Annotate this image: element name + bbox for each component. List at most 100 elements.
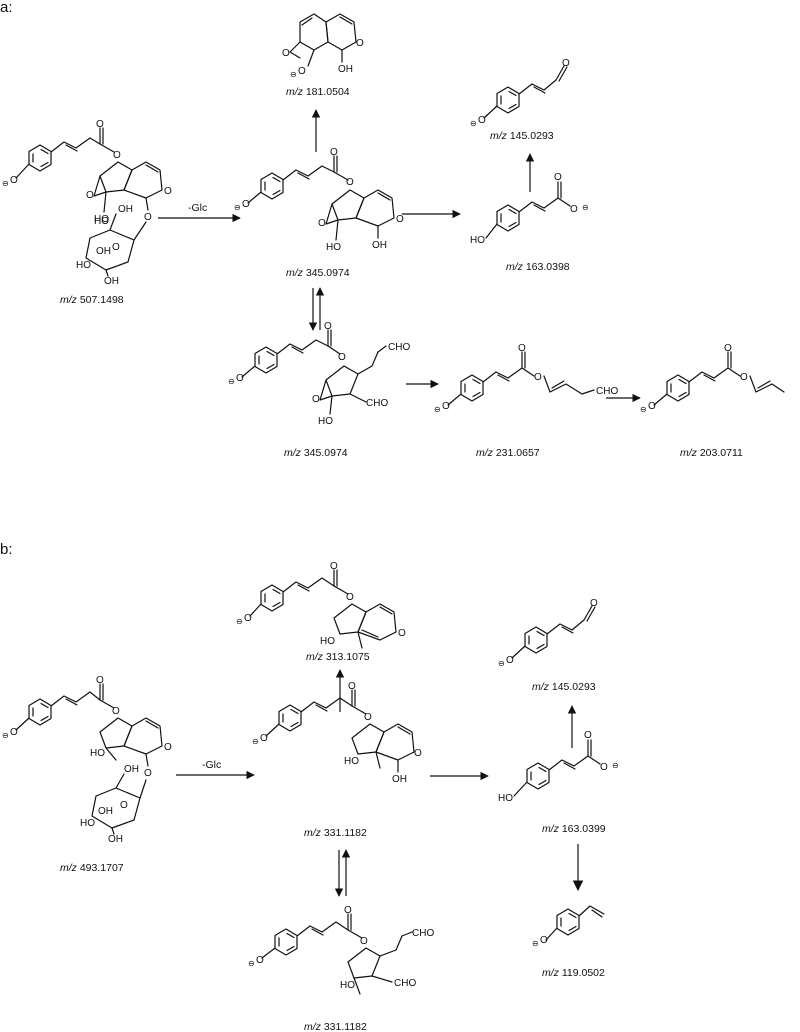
mz-label-precursor-b: m/z 493.1707 xyxy=(60,862,124,874)
svg-text:O: O xyxy=(330,561,338,572)
coumaraldehyde-molecule-a: ⊖ O O xyxy=(470,58,570,128)
svg-text:O: O xyxy=(113,150,121,161)
svg-text:⊖: ⊖ xyxy=(434,405,441,414)
svg-text:O: O xyxy=(360,936,368,947)
svg-text:HO: HO xyxy=(94,214,109,225)
svg-text:O: O xyxy=(346,177,354,188)
svg-text:⊖: ⊖ xyxy=(532,939,539,948)
svg-text:HO: HO xyxy=(498,793,513,804)
svg-text:OH: OH xyxy=(124,764,139,775)
svg-text:O: O xyxy=(144,768,152,779)
svg-text:⊖: ⊖ xyxy=(236,617,243,626)
ring-open-molecule-a: ⊖ O O O CHO CHO O HO xyxy=(228,321,410,427)
svg-text:O: O xyxy=(330,147,338,158)
svg-text:OH: OH xyxy=(392,774,407,785)
svg-text:HO: HO xyxy=(90,748,105,759)
svg-text:O: O xyxy=(112,706,120,717)
svg-text:O: O xyxy=(518,343,526,354)
svg-text:OH: OH xyxy=(96,246,111,257)
svg-text:O: O xyxy=(590,598,598,609)
svg-text:O: O xyxy=(96,119,104,130)
mz-label-203: m/z 203.0711 xyxy=(680,447,743,459)
svg-text:HO: HO xyxy=(76,260,91,271)
svg-text:O: O xyxy=(562,58,570,69)
mz-label-ring-open-b: m/z 331.1182 xyxy=(304,1021,367,1032)
coumarate-molecule-a: HO O O ⊖ xyxy=(470,172,589,246)
svg-text:⊖: ⊖ xyxy=(248,959,255,968)
svg-text:⊖: ⊖ xyxy=(2,179,9,188)
svg-text:O: O xyxy=(724,343,732,354)
svg-text:O: O xyxy=(324,321,332,332)
svg-text:O: O xyxy=(356,38,364,49)
svg-text:⊖: ⊖ xyxy=(498,659,505,668)
equilibrium-arrow-b xyxy=(334,849,351,897)
ring-open-molecule-b: ⊖ O O O CHO CHO HO xyxy=(248,905,434,995)
svg-text:O: O xyxy=(164,742,172,753)
svg-text:HO: HO xyxy=(80,818,95,829)
svg-text:O: O xyxy=(396,214,404,225)
mz-label-163-b: m/z 163.0399 xyxy=(542,823,606,835)
fragment-181-molecule: O O ⊖ O OH xyxy=(282,13,364,79)
svg-text:O: O xyxy=(348,681,356,692)
svg-text:⊖: ⊖ xyxy=(2,731,9,740)
aglycone-molecule-a: ⊖ O O O O O HO OH xyxy=(234,147,404,253)
svg-text:⊖: ⊖ xyxy=(290,70,297,79)
svg-text:HO: HO xyxy=(326,242,341,253)
ester-231-molecule: ⊖ O O O CHO xyxy=(434,343,618,414)
svg-text:O: O xyxy=(540,935,548,946)
svg-text:O: O xyxy=(398,628,406,639)
svg-text:HO: HO xyxy=(94,216,109,227)
svg-text:HO: HO xyxy=(320,636,335,647)
svg-text:O: O xyxy=(740,372,748,383)
panel-a-label: a: xyxy=(0,0,13,16)
svg-text:O: O xyxy=(10,175,18,186)
svg-text:O: O xyxy=(344,905,352,916)
svg-text:O: O xyxy=(346,592,354,603)
svg-text:O: O xyxy=(364,712,372,723)
mz-label-231: m/z 231.0657 xyxy=(476,447,540,459)
svg-text:O: O xyxy=(112,242,120,253)
coumarate-molecule-b: HO O O ⊖ xyxy=(498,730,619,804)
mz-label-163-a: m/z 163.0398 xyxy=(506,261,570,273)
svg-text:OH: OH xyxy=(372,240,387,251)
svg-text:OH: OH xyxy=(98,806,113,817)
mz-label-145-a: m/z 145.0293 xyxy=(490,130,554,142)
vinylphenolate-molecule-b: ⊖ O xyxy=(532,905,605,948)
svg-text:OH: OH xyxy=(108,834,123,845)
svg-text:⊖: ⊖ xyxy=(228,377,235,386)
svg-text:O: O xyxy=(534,372,542,383)
precursor-molecule-b: ⊖ O O O O HO O O OH HO OH OH xyxy=(2,675,172,845)
svg-text:O: O xyxy=(318,218,326,229)
svg-text:O: O xyxy=(506,655,514,666)
svg-text:O: O xyxy=(120,800,128,811)
svg-text:O: O xyxy=(242,199,250,210)
svg-text:O: O xyxy=(86,190,94,201)
svg-text:O: O xyxy=(442,401,450,412)
svg-text:HO: HO xyxy=(344,756,359,767)
svg-text:O: O xyxy=(554,172,562,183)
aglycone-molecule-b: ⊖ O O O O HO OH xyxy=(252,681,422,785)
mz-label-313: m/z 313.1075 xyxy=(306,651,370,663)
svg-text:O: O xyxy=(600,762,608,773)
svg-text:O: O xyxy=(648,401,656,412)
condition-label-a: -Glc xyxy=(188,202,207,214)
svg-text:O: O xyxy=(338,352,346,363)
svg-text:O: O xyxy=(144,212,152,223)
svg-text:O: O xyxy=(584,730,592,741)
mz-label-181: m/z 181.0504 xyxy=(286,86,350,98)
svg-text:O: O xyxy=(260,733,268,744)
mz-label-precursor-a: m/z 507.1498 xyxy=(60,294,124,306)
svg-text:CHO: CHO xyxy=(412,928,434,939)
svg-text:⊖: ⊖ xyxy=(582,203,589,212)
mz-label-119: m/z 119.0502 xyxy=(542,967,605,979)
mz-label-ring-open-a: m/z 345.0974 xyxy=(284,447,348,459)
svg-text:CHO: CHO xyxy=(596,386,618,397)
svg-text:O: O xyxy=(96,675,104,686)
svg-text:⊖: ⊖ xyxy=(612,761,619,770)
ester-203-molecule: ⊖ O O O xyxy=(640,343,785,414)
dehydrated-molecule-b: ⊖ O O O O HO xyxy=(236,561,406,649)
mz-label-aglycone-a: m/z 345.0974 xyxy=(286,267,350,279)
coumaraldehyde-molecule-b: ⊖ O O xyxy=(498,598,598,668)
svg-text:O: O xyxy=(312,394,320,405)
